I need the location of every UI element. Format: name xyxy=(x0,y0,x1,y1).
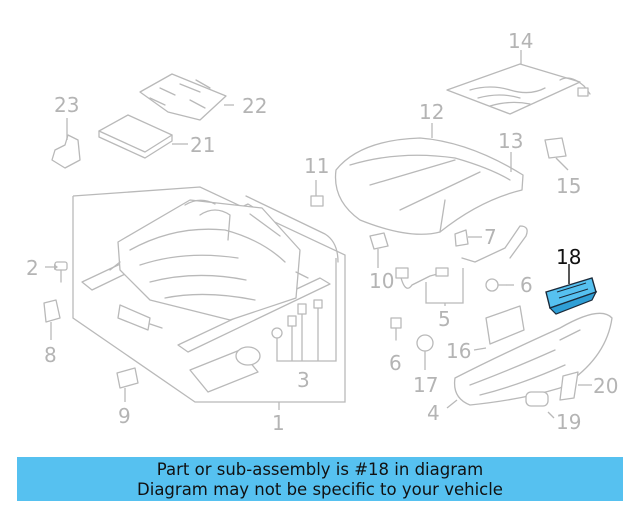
label-2: 2 xyxy=(26,256,39,280)
label-10: 10 xyxy=(369,269,394,293)
banner-line-2: Diagram may not be specific to your vehi… xyxy=(137,480,503,499)
part-8-clip xyxy=(43,299,61,340)
info-banner: Part or sub-assembly is #18 in diagram D… xyxy=(17,457,623,501)
label-5: 5 xyxy=(438,307,451,331)
label-9: 9 xyxy=(118,404,131,428)
part-3-fasteners xyxy=(271,258,337,362)
label-20: 20 xyxy=(593,374,618,398)
part-6-bolt-left xyxy=(390,317,402,341)
label-7: 7 xyxy=(484,225,497,249)
label-8: 8 xyxy=(44,343,57,367)
label-6-left: 6 xyxy=(389,351,402,375)
part-14-heater-mat xyxy=(446,50,591,115)
part-6-bolt-right xyxy=(485,278,514,292)
label-16: 16 xyxy=(446,339,471,363)
part-21-module xyxy=(98,114,188,159)
label-19: 19 xyxy=(556,410,581,434)
part-10-cap xyxy=(369,232,389,268)
seat-frame-assembly xyxy=(72,186,346,410)
label-14: 14 xyxy=(508,29,533,53)
label-3: 3 xyxy=(297,368,310,392)
part-5-harness xyxy=(395,225,528,306)
label-11: 11 xyxy=(304,154,329,178)
part-11-clip xyxy=(310,180,324,207)
part-19-cap xyxy=(525,391,555,419)
part-23-bracket xyxy=(51,118,81,169)
label-4: 4 xyxy=(427,401,440,425)
part-9-bracket xyxy=(116,367,139,402)
label-23: 23 xyxy=(54,93,79,117)
banner-line-1: Part or sub-assembly is #18 in diagram xyxy=(156,460,484,479)
label-21: 21 xyxy=(190,133,215,157)
seat-cushion xyxy=(334,123,524,235)
part-22-bracket xyxy=(139,73,234,121)
part-4-side-cover xyxy=(446,312,613,409)
seat-motor xyxy=(189,346,261,393)
part-16-module xyxy=(473,305,525,351)
label-15: 15 xyxy=(556,174,581,198)
part-7-clip xyxy=(454,229,482,247)
part-15-connector xyxy=(544,137,569,171)
label-1: 1 xyxy=(272,411,285,435)
part-20-trim xyxy=(559,371,592,401)
label-18: 18 xyxy=(556,245,581,269)
label-17: 17 xyxy=(413,373,438,397)
label-6-right: 6 xyxy=(520,273,533,297)
part-18-switch-highlighted xyxy=(545,264,598,315)
label-12: 12 xyxy=(419,100,444,124)
part-17-knob xyxy=(416,334,434,370)
part-2-bolt xyxy=(45,261,68,283)
label-13: 13 xyxy=(498,129,523,153)
label-22: 22 xyxy=(242,94,267,118)
